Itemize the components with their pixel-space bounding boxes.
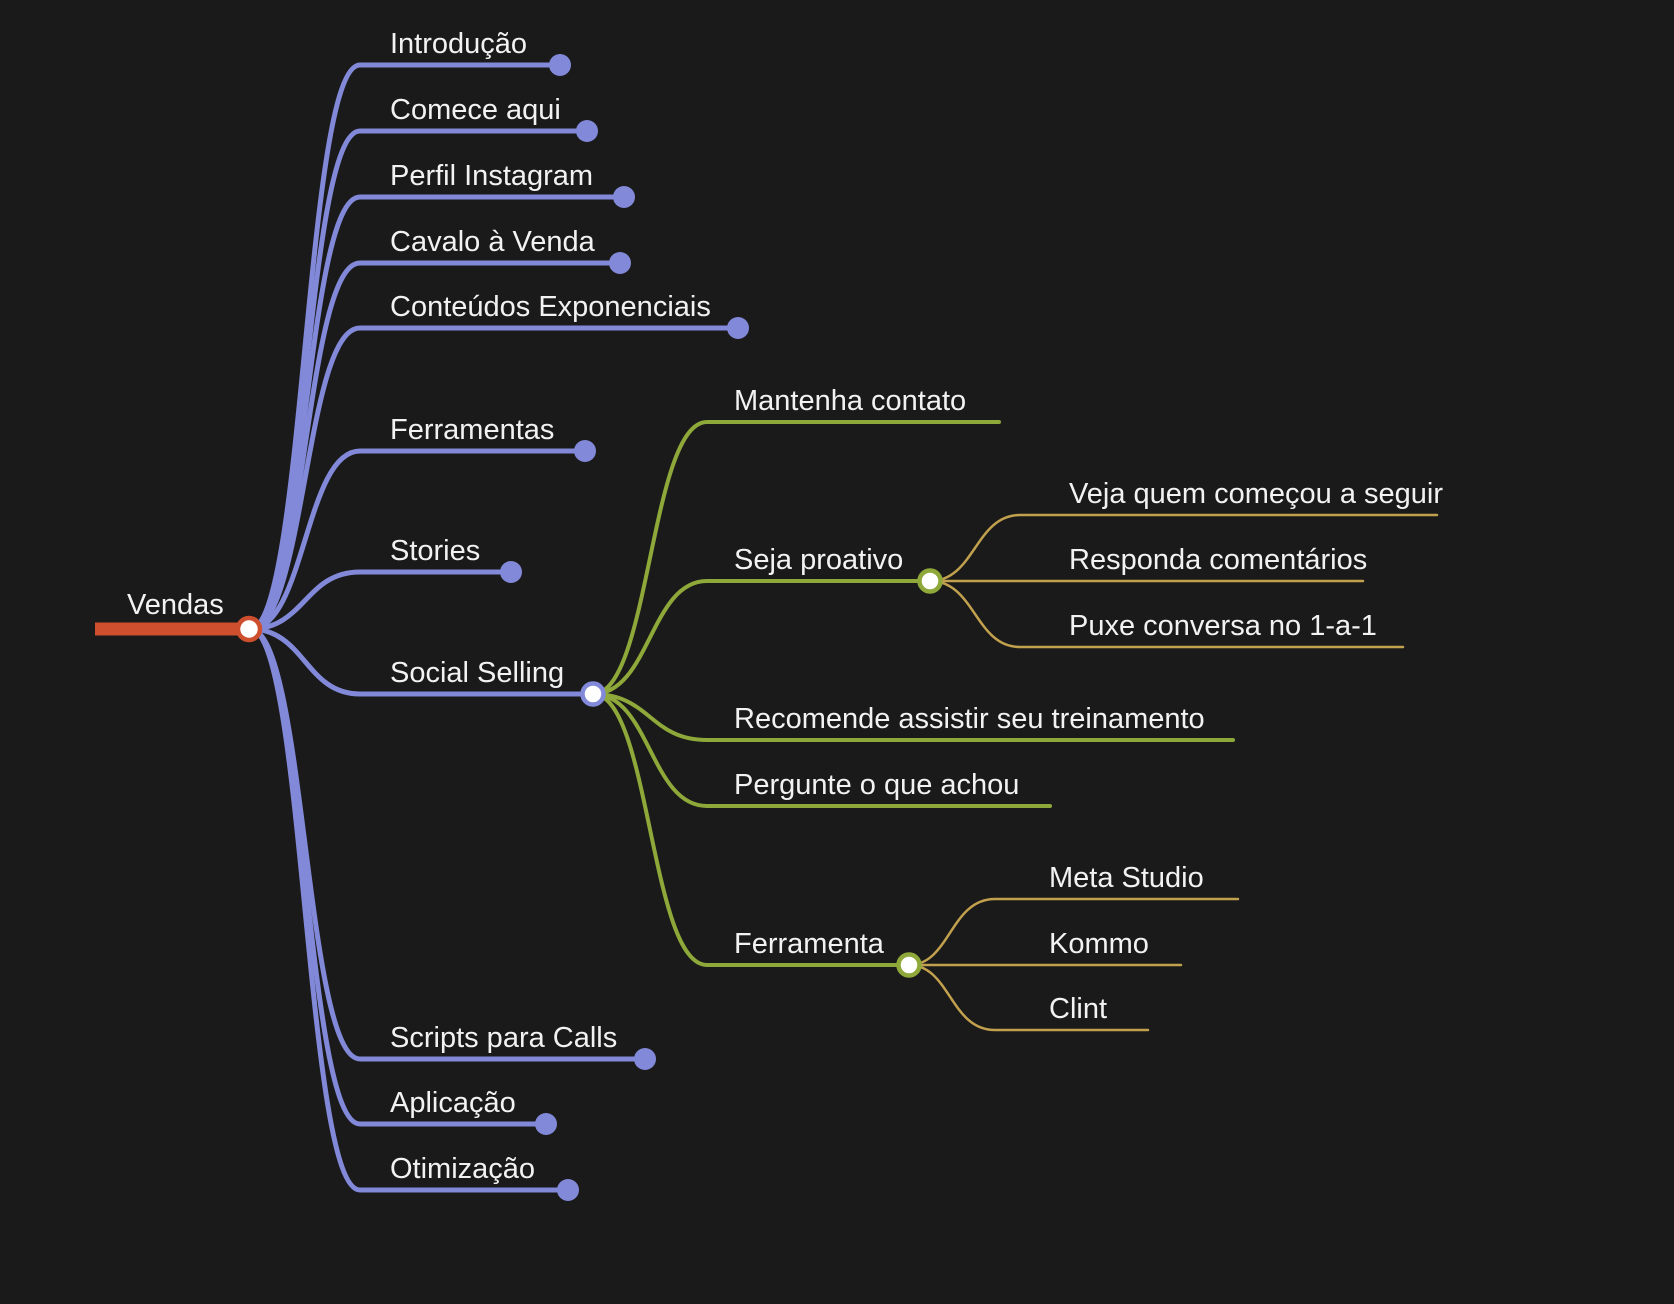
node-label-clint[interactable]: Clint [1049, 993, 1108, 1025]
edge-ferramenta-clint [907, 963, 1150, 1032]
edge-vendas-stories [247, 569, 514, 632]
node-label-introducao[interactable]: Introdução [390, 28, 528, 60]
node-label-seja-proativo[interactable]: Seja proativo [734, 544, 904, 576]
node-label-perfil-instagram[interactable]: Perfil Instagram [390, 160, 594, 192]
node-label-otimizacao[interactable]: Otimização [390, 1153, 536, 1185]
edge-seja-proativo-puxe [928, 579, 1405, 649]
collapse-dot-comece-aqui[interactable] [576, 120, 598, 142]
node-label-veja-quem-comecou[interactable]: Veja quem começou a seguir [1069, 478, 1443, 510]
edge-social-selling-seja-proativo [591, 579, 932, 696]
edge-vendas-otimizacao [247, 626, 571, 1193]
node-label-conteudos-exponenciais[interactable]: Conteúdos Exponenciais [390, 291, 711, 323]
collapse-dot-scripts-para-calls[interactable] [634, 1048, 656, 1070]
node-circle-ferramenta[interactable] [896, 952, 922, 978]
collapse-dot-otimizacao[interactable] [557, 1179, 579, 1201]
edge-social-selling-ferramenta [591, 692, 911, 967]
collapse-dot-introducao[interactable] [549, 54, 571, 76]
collapse-dot-stories[interactable] [500, 561, 522, 583]
collapse-dot-perfil-instagram[interactable] [613, 186, 635, 208]
edge-social-selling-pergunte [591, 692, 1052, 808]
edge-social-selling-recomende [591, 692, 1235, 742]
node-circle-vendas[interactable] [235, 615, 263, 643]
collapse-dot-conteudos-exponenciais[interactable] [727, 317, 749, 339]
edge-social-selling-mantenha-contato [591, 420, 1001, 696]
node-label-responda-comentarios[interactable]: Responda comentários [1069, 544, 1368, 576]
collapse-dot-cavalo-a-venda[interactable] [609, 252, 631, 274]
node-label-pergunte-o-que-achou[interactable]: Pergunte o que achou [734, 769, 1020, 801]
node-label-comece-aqui[interactable]: Comece aqui [390, 94, 561, 126]
collapse-dot-aplicacao[interactable] [535, 1113, 557, 1135]
node-label-meta-studio[interactable]: Meta Studio [1049, 862, 1204, 894]
node-label-puxe-conversa[interactable]: Puxe conversa no 1-a-1 [1069, 610, 1377, 642]
node-label-mantenha-contato[interactable]: Mantenha contato [734, 385, 967, 417]
edge-vendas-conteudos-exponenciais [247, 325, 741, 632]
node-circle-social-selling[interactable] [580, 681, 606, 707]
node-label-kommo[interactable]: Kommo [1049, 928, 1149, 960]
node-circle-seja-proativo[interactable] [917, 568, 943, 594]
edge-vendas-ferramentas [247, 448, 588, 632]
collapse-dot-ferramentas[interactable] [574, 440, 596, 462]
edge-ferramenta-meta-studio [907, 897, 1240, 967]
node-label-ferramenta[interactable]: Ferramenta [734, 928, 884, 960]
edge-vendas-social-selling [247, 626, 596, 697]
node-label-scripts-para-calls[interactable]: Scripts para Calls [390, 1022, 618, 1054]
node-label-ferramentas[interactable]: Ferramentas [390, 414, 555, 446]
node-label-aplicacao[interactable]: Aplicação [390, 1087, 516, 1119]
node-label-stories[interactable]: Stories [390, 535, 481, 567]
node-label-social-selling[interactable]: Social Selling [390, 657, 565, 689]
node-label-cavalo-a-venda[interactable]: Cavalo à Venda [390, 226, 595, 258]
node-label-vendas[interactable]: Vendas [127, 589, 224, 621]
edge-seja-proativo-veja-quem [928, 513, 1439, 583]
node-label-recomende-assistir[interactable]: Recomende assistir seu treinamento [734, 703, 1205, 735]
